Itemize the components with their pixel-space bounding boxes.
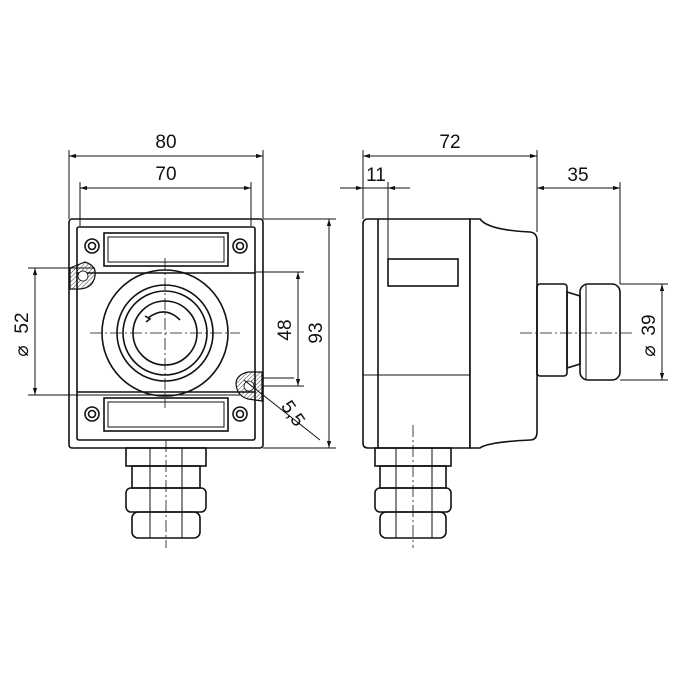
front-enclosure-outer [68, 218, 264, 449]
cable-gland-side [374, 425, 452, 548]
side-view [362, 218, 635, 548]
side-cover [469, 218, 538, 449]
front-view [68, 218, 264, 548]
dim-diameter-39: 39 [639, 314, 660, 335]
screw-bottom-right-icon [232, 406, 248, 422]
dim-72: 72 [439, 132, 460, 153]
screw-bottom-left-icon [84, 406, 100, 422]
screw-top-right-icon [232, 238, 248, 254]
dim-48: 48 [275, 319, 296, 340]
top-label-plate [103, 232, 229, 267]
dim-diameter-symbol-side: ⌀ [639, 345, 660, 356]
dim-diameter-52: 52 [12, 312, 33, 333]
push-button-side [536, 283, 621, 381]
bottom-label-plate [103, 397, 229, 432]
side-housing [362, 218, 471, 449]
dim-70: 70 [155, 164, 176, 185]
screw-top-left-icon [84, 238, 100, 254]
cable-gland-front [125, 440, 207, 548]
side-dimensions: 72 11 35 ⌀ 39 [340, 132, 668, 381]
dim-diameter-symbol-front: ⌀ [12, 345, 33, 356]
dim-80: 80 [155, 132, 176, 153]
dim-93: 93 [306, 322, 327, 343]
dim-35: 35 [567, 165, 588, 186]
dim-11: 11 [366, 165, 386, 186]
dim-hole-5-5: 5,5 [276, 397, 308, 431]
